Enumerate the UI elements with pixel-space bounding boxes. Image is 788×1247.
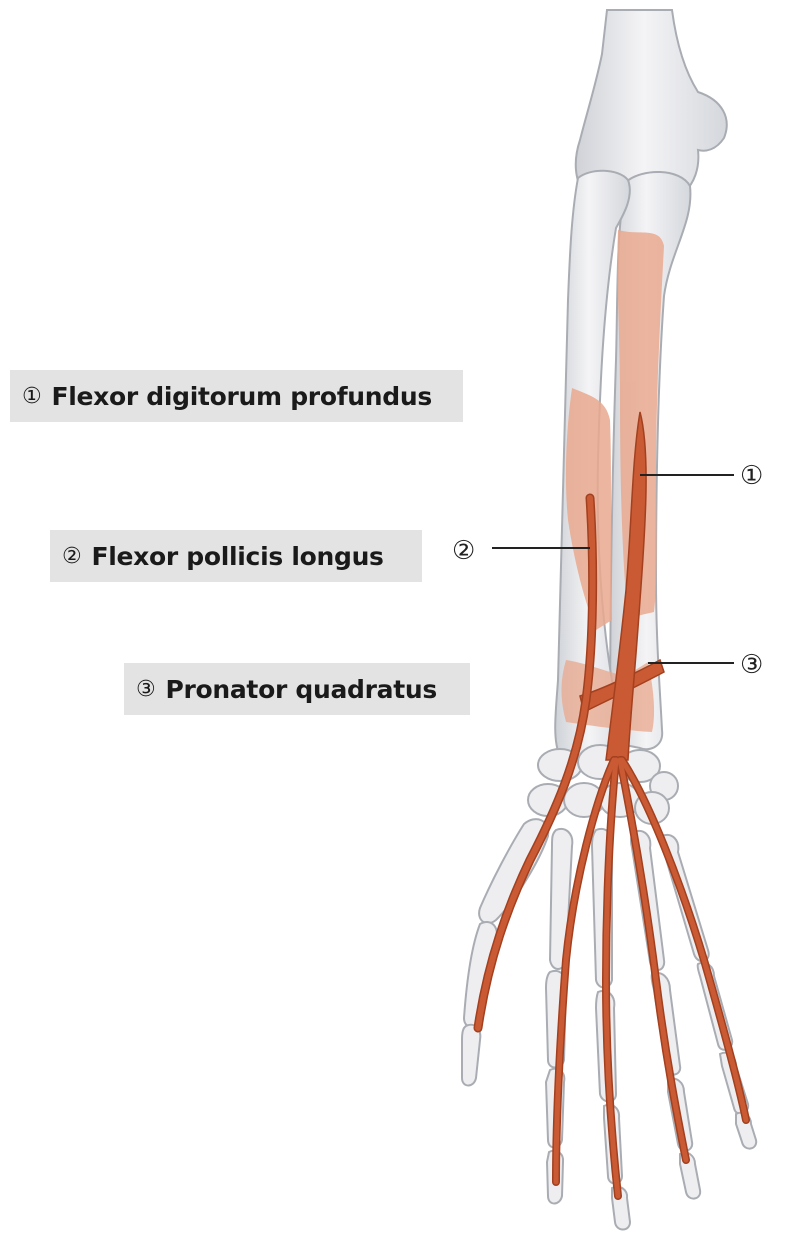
humerus-bone bbox=[576, 10, 727, 196]
legend-label: Flexor pollicis longus bbox=[91, 542, 383, 571]
legend-item-flexor-digitorum-profundus: ① Flexor digitorum profundus bbox=[10, 370, 463, 422]
legend-number: ② bbox=[62, 544, 81, 569]
callout-1: ① bbox=[740, 461, 763, 491]
legend-number: ③ bbox=[136, 677, 155, 702]
legend-item-pronator-quadratus: ③ Pronator quadratus bbox=[124, 663, 470, 715]
legend-item-flexor-pollicis-longus: ② Flexor pollicis longus bbox=[50, 530, 422, 582]
callout-2: ② bbox=[452, 536, 475, 566]
legend-label: Flexor digitorum profundus bbox=[51, 382, 432, 411]
legend-label: Pronator quadratus bbox=[165, 675, 437, 704]
callout-3: ③ bbox=[740, 650, 763, 680]
legend-number: ① bbox=[22, 384, 41, 409]
